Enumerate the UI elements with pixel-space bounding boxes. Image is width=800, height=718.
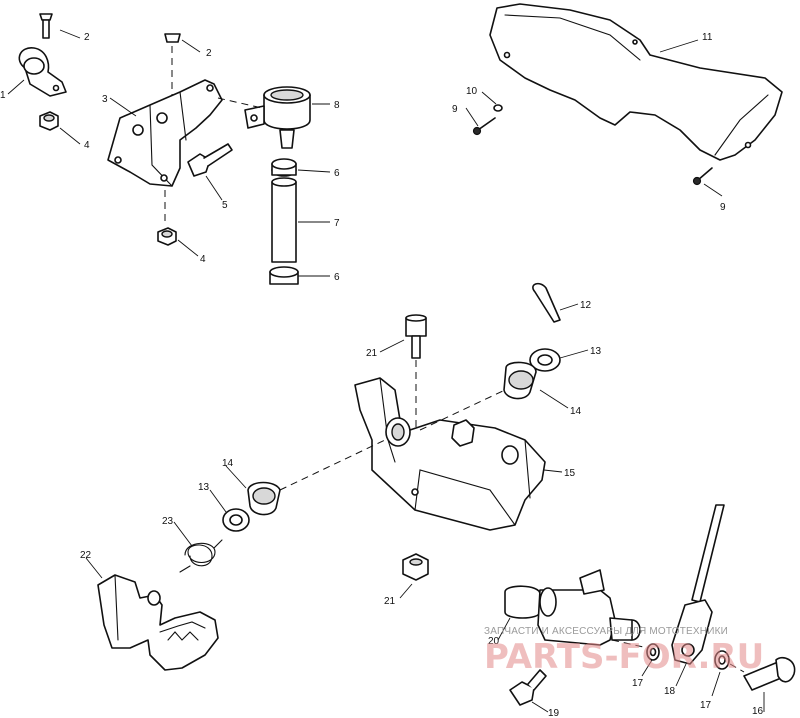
part-2-screw-upper-center [164,33,181,96]
part-4-nut-lower [157,190,177,246]
part-19-bolt [509,669,547,706]
callout-6-upper: 6 [334,168,340,179]
part-11-cover-panel [489,3,783,161]
part-12-cotter-pin [532,282,561,323]
part-17-washer-right [714,650,730,670]
part-brake-rod [691,504,725,603]
part-7-hose [271,177,297,263]
part-14-bushing-right [503,361,537,400]
callout-15: 15 [564,468,576,479]
callout-4-lower: 4 [200,254,206,265]
callout-8: 8 [334,100,340,111]
part-20-master-cylinder [504,569,641,646]
part-8-reservoir [217,86,311,149]
callout-2-top-left: 2 [84,32,90,43]
callout-18: 18 [664,686,676,697]
part-9-screw-upper [472,117,496,136]
callout-6-lower: 6 [334,272,340,283]
part-13-washer-left [222,508,250,532]
part-15-pedal-bracket [354,377,546,531]
callout-5: 5 [222,200,228,211]
callout-17-right: 17 [700,700,712,711]
callout-17-left: 17 [632,678,644,689]
part-18-clevis [671,599,713,665]
callout-14-right: 14 [570,406,582,417]
callout-4-upper: 4 [84,140,90,151]
callout-14-left: 14 [222,458,234,469]
callout-labels: 1 2 2 3 4 4 5 6 6 7 8 9 9 10 11 12 13 13… [0,32,764,718]
part-21-nut-lower [402,553,429,581]
callout-23: 23 [162,516,174,527]
part-5-bolt [187,143,233,177]
callout-11: 11 [702,32,713,43]
callout-13-left: 13 [198,482,210,493]
part-1-clamp [18,47,67,97]
part-3-bracket [107,79,223,187]
callout-12: 12 [580,300,592,311]
callout-16: 16 [752,706,764,717]
part-16-pin [743,656,796,691]
callout-13-right: 13 [590,346,602,357]
callout-7: 7 [334,218,340,229]
part-4-nut-upper [39,111,59,131]
watermark-caption: ЗАПЧАСТИ И АКСЕССУАРЫ ДЛЯ МОТОТЕХНИКИ [484,626,728,637]
callout-19: 19 [548,708,560,718]
watermark: ЗАПЧАСТИ И АКСЕССУАРЫ ДЛЯ МОТОТЕХНИКИ PA… [484,626,764,677]
callout-21-lower: 21 [384,596,396,607]
callout-22: 22 [80,550,92,561]
part-10-washer [493,104,503,112]
part-6-hose-clamp-lower [269,266,299,285]
part-17-washer-left [646,643,660,661]
callout-2-upper-center: 2 [206,48,212,59]
callout-9-lower: 9 [720,202,726,213]
part-9-screw-lower [692,167,713,186]
part-22-brake-pedal [97,574,219,671]
callout-9-upper: 9 [452,104,458,115]
watermark-logo: PARTS-FOR.RU [484,637,764,677]
callout-10: 10 [466,86,478,97]
callout-21-upper: 21 [366,348,378,359]
part-2-screw-top-left [39,13,53,39]
part-14-bushing-left [247,481,281,516]
part-13-washer-right [529,348,561,372]
callout-20: 20 [488,636,500,647]
callout-3: 3 [102,94,108,105]
leader-lines [7,29,765,713]
part-6-hose-clamp-upper [271,158,297,177]
part-23-spring [179,539,223,573]
callout-1: 1 [0,90,6,101]
